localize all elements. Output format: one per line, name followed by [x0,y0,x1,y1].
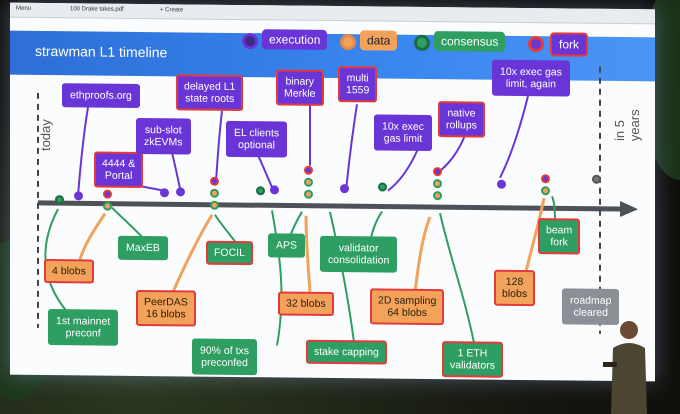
timeline-node-3 [103,189,112,199]
projection-screen: Menu 100 Drake takes.pdf + Create strawm… [10,2,655,382]
future-label: in 5 years [612,109,642,142]
timeline-node-9 [210,200,219,210]
timeline-node-15 [340,184,349,194]
timeline-arrowhead [620,201,638,218]
milestone-4-blobs: 4 blobs [44,258,94,284]
milestone-1st-mainnet-preconf: 1st mainnet preconf [48,309,119,346]
milestone-delayed-state-roots: delayed L1 state roots [176,74,244,112]
timeline-node-1 [55,195,64,205]
milestone-32-blobs: 32 blobs [278,291,334,317]
timeline-node-12 [304,165,313,175]
milestone-validator-consolidation: validator consolidation [320,235,398,273]
timeline-node-2 [74,191,83,201]
milestone-maxeb: MaxEB [118,235,168,261]
milestone-sub-slot-zkevms: sub-slot zkEVMs [136,117,191,155]
timeline-node-18 [433,179,442,189]
today-label: today [38,119,53,152]
timeline-node-16 [378,182,387,192]
data-connectors [78,197,546,295]
milestone-binary-merkle: binary Merkle [276,69,324,106]
consensus-connectors [44,195,556,352]
timeline-node-8 [210,188,219,198]
milestone-4444-portal: 4444 & Portal [94,151,144,189]
timeline-node-21 [541,174,550,184]
milestone-90pct-txs-preconfed: 90% of txs preconfed [192,338,258,376]
timeline-node-19 [433,191,442,201]
milestone-peerdas: PeerDAS 16 blobs [136,289,196,327]
milestone-stake-capping: stake capping [306,339,387,365]
milestone-native-rollups: native rollups [438,101,485,138]
milestone-ethproofs: ethproofs.org [62,83,140,108]
speaker-figure [603,321,647,414]
timeline-node-7 [210,176,219,186]
timeline-node-5 [160,188,169,198]
timeline-node-4 [103,201,112,211]
milestone-el-clients-optional: EL clients optional [226,120,288,158]
milestone-10x-exec-gas-limit: 10x exec gas limit [374,114,433,152]
milestone-1-eth-validators: 1 ETH validators [442,341,503,378]
milestone-128-blobs: 128 blobs [494,269,536,307]
timeline-node-22 [541,186,550,196]
milestone-multi-1559: multi 1559 [338,66,378,103]
timeline-node-14 [304,189,313,199]
timeline-node-11 [270,185,279,195]
milestone-2d-sampling: 2D sampling 64 blobs [370,288,445,326]
timeline-node-13 [304,177,313,187]
timeline-axis [38,200,620,212]
timeline-node-6 [176,187,185,197]
timeline-node-20 [497,179,506,189]
timeline-node-10 [256,186,265,196]
milestone-focil: FOCIL [206,240,253,266]
milestone-beam-fork: beam fork [538,218,581,255]
timeline-node-23 [592,174,601,184]
timeline-node-17 [433,167,442,177]
milestone-aps: APS [268,233,306,258]
milestone-10x-exec-gas-limit-again: 10x exec gas limit, again [492,59,570,97]
